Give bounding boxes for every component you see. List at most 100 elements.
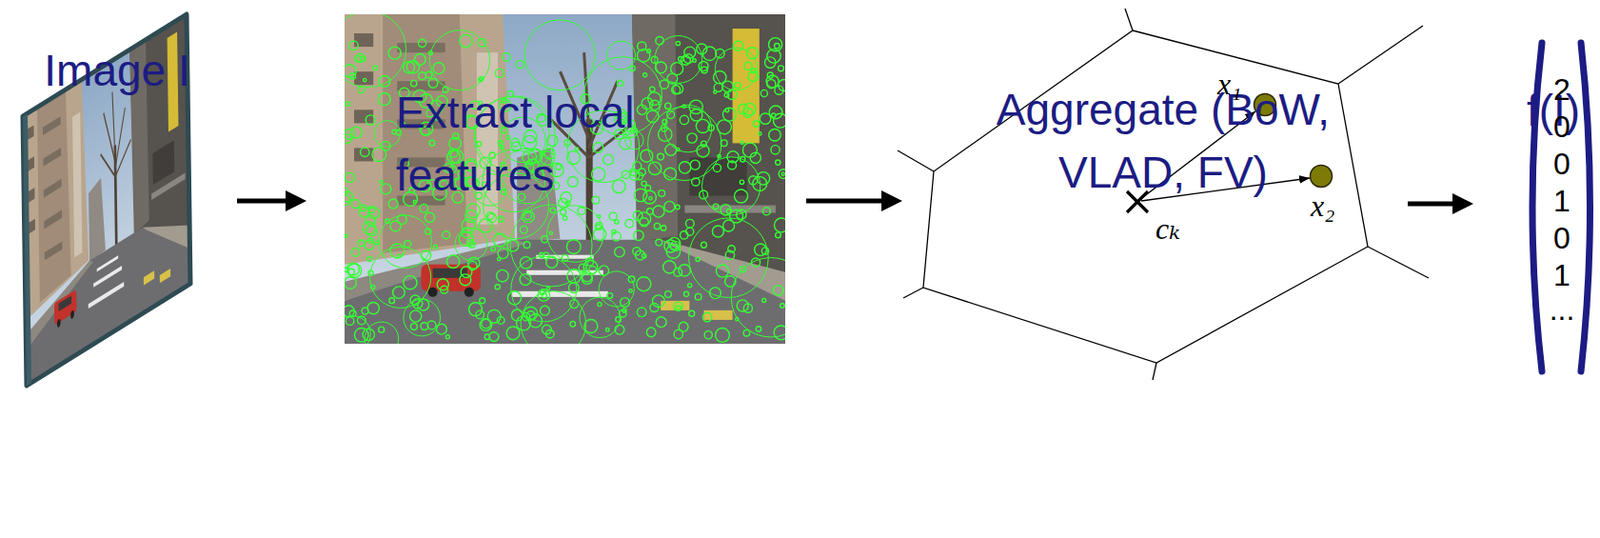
feature-mark	[640, 149, 653, 162]
feature-mark	[702, 312, 712, 321]
stage-label: Extract local features	[395, 80, 739, 207]
feature-mark	[665, 102, 672, 109]
feature-mark	[689, 217, 770, 298]
feature-mark	[361, 307, 369, 315]
feature-mark	[609, 212, 617, 220]
feature-mark	[715, 264, 729, 277]
feature-mark	[678, 56, 684, 61]
feature-mark	[746, 47, 758, 60]
feature-mark	[577, 207, 586, 216]
feature-mark	[683, 291, 689, 297]
feature-mark	[762, 297, 767, 302]
feature-mark	[494, 284, 500, 290]
feature-mark	[541, 293, 547, 298]
vector-entry: 0	[1542, 221, 1581, 255]
feature-mark	[774, 42, 780, 48]
feature-mark	[689, 310, 695, 317]
feature-mark	[511, 138, 520, 147]
feature-mark	[344, 134, 352, 144]
feature-mark	[567, 177, 578, 188]
feature-mark	[655, 316, 667, 328]
feature-mark	[489, 332, 499, 342]
feature-mark	[655, 238, 663, 246]
feature-mark	[679, 231, 688, 239]
feature-mark	[688, 283, 692, 288]
feature-mark	[734, 82, 741, 89]
feature-mark	[690, 159, 700, 170]
feature-mark	[411, 323, 418, 331]
feature-mark	[714, 47, 758, 91]
feature-mark	[637, 212, 652, 226]
feature-mark	[739, 179, 744, 184]
feature-mark	[678, 161, 691, 174]
feature-mark	[502, 53, 512, 62]
feature-mark	[446, 255, 459, 268]
feature-mark	[566, 239, 581, 255]
feature-mark	[547, 205, 605, 263]
feature-mark	[433, 244, 437, 249]
feature-mark	[625, 218, 634, 228]
feature-mark	[454, 227, 488, 260]
cell-boundary	[903, 287, 924, 298]
feature-mark	[574, 147, 578, 151]
feature-mark	[612, 179, 626, 194]
feature-mark	[664, 200, 675, 212]
feature-mark	[711, 225, 724, 238]
feature-mark	[636, 276, 652, 292]
feature-mark	[357, 239, 365, 247]
feature-mark	[468, 260, 477, 270]
feature-mark	[775, 232, 782, 238]
feature-mark	[347, 263, 361, 277]
feature-mark	[355, 56, 361, 62]
feature-mark	[715, 48, 725, 58]
vector-entry: 0	[1542, 110, 1581, 143]
feature-mark	[597, 301, 602, 306]
feature-mark	[650, 86, 655, 92]
flow-arrow	[1407, 201, 1462, 207]
aggregation-cell: Aggregate (BoW, VLAD, FV)	[923, 30, 1368, 363]
feature-mark	[550, 207, 555, 213]
feature-mark	[427, 320, 436, 330]
feature-mark	[365, 115, 376, 125]
point-label: x₂	[1310, 188, 1335, 223]
feature-mark	[479, 318, 493, 332]
feature-mark	[367, 256, 373, 262]
center-label: cₖ	[1155, 211, 1181, 246]
feature-mark	[762, 207, 771, 216]
feature-mark	[539, 305, 550, 316]
feature-mark	[687, 133, 697, 143]
feature-mark	[733, 40, 744, 51]
stage-label: Image I	[12, 39, 222, 102]
feature-mark	[367, 301, 379, 314]
feature-mark	[510, 204, 593, 287]
feature-mark	[616, 79, 623, 86]
cell-boundary	[1338, 25, 1423, 84]
feature-mark	[344, 234, 348, 238]
feature-mark	[592, 196, 600, 204]
feature-mark	[728, 245, 735, 253]
vector-entry: 1	[1542, 258, 1581, 292]
feature-mark	[664, 167, 677, 180]
image-edge	[22, 114, 32, 386]
feature-mark	[675, 40, 680, 45]
feature-mark	[419, 204, 429, 214]
feature-mark	[655, 37, 664, 45]
feature-mark	[507, 239, 519, 252]
feature-mark	[498, 216, 505, 222]
feature-mark	[547, 286, 551, 290]
vector-entry: 2	[1542, 73, 1581, 106]
feature-mark	[740, 140, 744, 144]
feature-mark	[360, 147, 371, 158]
feature-mark	[678, 264, 691, 277]
feature-mark	[539, 252, 545, 257]
input-image: Image I	[22, 14, 199, 386]
stage-label: Aggregate (BoW, VLAD, FV)	[934, 78, 1392, 204]
feature-mark	[653, 222, 660, 229]
feature-mark	[519, 274, 532, 286]
feature-mark	[581, 273, 593, 284]
feature-mark	[390, 243, 405, 258]
feature-mark	[497, 256, 501, 260]
feature-mark	[378, 215, 433, 269]
stage-label: f(I)	[1510, 79, 1597, 142]
feature-mark	[414, 53, 426, 65]
